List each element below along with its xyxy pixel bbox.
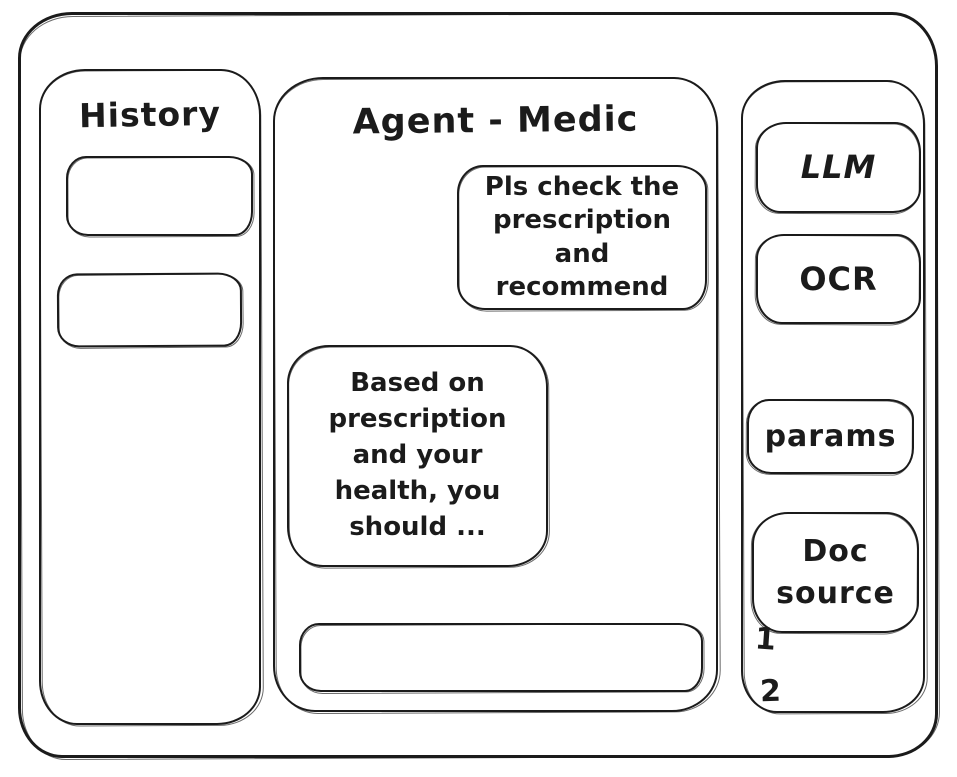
user-message-text: Pls check the prescription and recommend — [484, 171, 680, 302]
history-item[interactable] — [56, 272, 243, 348]
params-button[interactable]: params — [747, 399, 914, 474]
doc-source-button[interactable]: Doc source — [752, 512, 919, 633]
assistant-message-text: Based on prescription and your health, y… — [328, 368, 507, 542]
history-title: History — [78, 93, 222, 136]
tools-panel: LLM OCR params Doc source 1 2 — [741, 80, 925, 713]
message-input[interactable] — [301, 625, 701, 690]
chat-title: Agent - Medic — [352, 99, 639, 143]
doc-source-item-1[interactable]: 1 — [753, 621, 778, 658]
message-input-bar — [299, 623, 703, 692]
llm-button[interactable]: LLM — [756, 122, 921, 213]
assistant-message-bubble: Based on prescription and your health, y… — [287, 345, 548, 567]
doc-source-item-2[interactable]: 2 — [759, 673, 782, 710]
history-item[interactable] — [66, 156, 253, 236]
history-panel: History — [39, 69, 261, 725]
user-message-bubble: Pls check the prescription and recommend — [457, 165, 707, 310]
app-window-frame: History Agent - Medic Pls check the pres… — [18, 12, 938, 758]
ocr-button[interactable]: OCR — [756, 234, 921, 324]
chat-panel: Agent - Medic Pls check the prescription… — [273, 77, 718, 712]
